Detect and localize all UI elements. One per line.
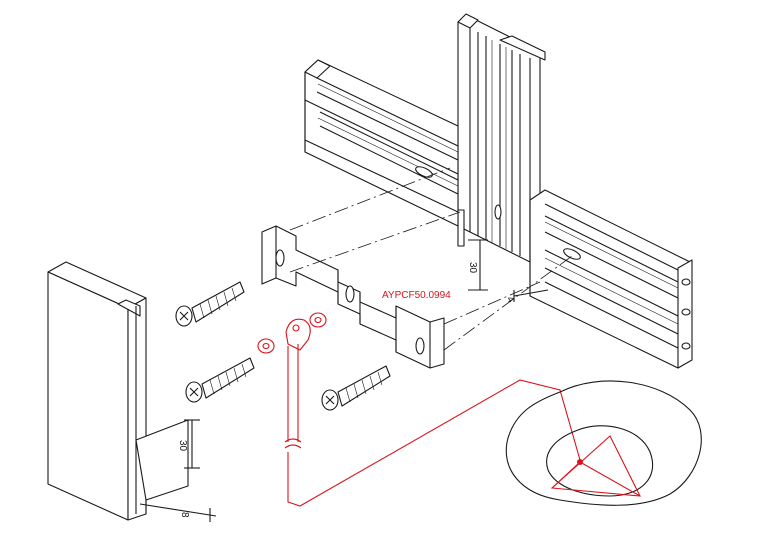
right-transom-profile [529, 189, 693, 369]
dimension-label-30-bracket: 30 [467, 262, 478, 274]
dimension-cover-30: 30 [177, 419, 200, 469]
vertical-mullion-profile [457, 13, 546, 263]
connector-bracket [261, 225, 445, 369]
dimension-8: 8 [139, 500, 217, 522]
dimension-label-30-cover: 30 [177, 440, 188, 452]
screw-lower-left [185, 357, 255, 403]
location-detail-callout [505, 380, 702, 506]
left-transom-profile [304, 59, 459, 227]
centerlines [289, 167, 573, 351]
screw-lower-right [321, 365, 391, 411]
part-code-label: AYPCF50.0994 [382, 290, 451, 301]
dimension-4: 4 [504, 289, 549, 306]
dimension-bracket-30: 30 [467, 239, 488, 291]
washers-and-earth-lug [257, 312, 581, 507]
screw-upper [175, 281, 245, 327]
dimension-label-4: 4 [504, 295, 517, 306]
dimension-label-8: 8 [179, 512, 190, 518]
cover-cap [47, 261, 189, 521]
